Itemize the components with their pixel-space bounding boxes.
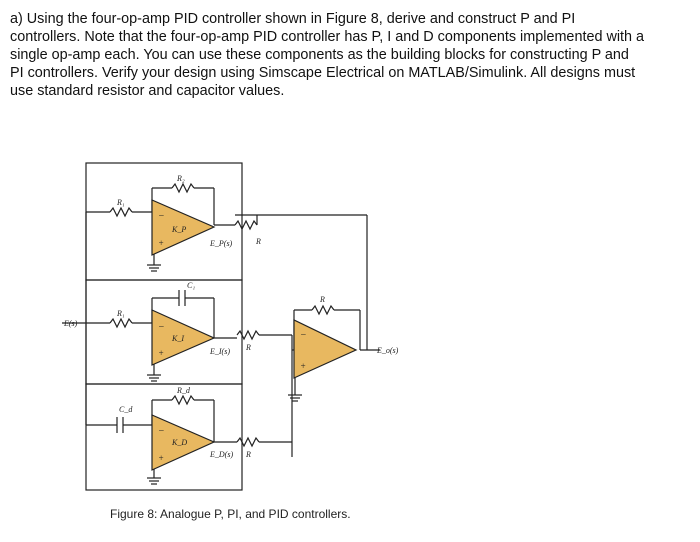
question-line-2: controllers. Note that the four-op-amp P… [10,29,645,45]
d-c-label: C_d [119,405,133,414]
p-r2 [171,182,195,194]
svg-text:+: + [158,238,164,248]
p-opamp [151,199,216,256]
i-opamp [151,309,216,366]
svg-text:+: + [158,348,164,358]
d-rr-label: R [245,450,251,459]
d-r-out [236,436,260,448]
p-r2-label: R₂ [176,174,185,183]
question-line-3: single op-amp each. You can use these co… [10,47,629,63]
d-rd [171,394,195,406]
p-r-out [234,219,258,231]
p-out-label: E_P(s) [209,239,233,248]
figure-caption: Figure 8: Analogue P, PI, and PID contro… [110,507,351,521]
p-r1-label: R₁ [116,198,125,207]
i-r-out [236,329,260,341]
svg-text:−: − [158,322,165,333]
question-line-5: use standard resistor and capacitor valu… [10,83,285,99]
i-c-label: C₁ [187,281,195,290]
p-r1 [109,206,133,218]
sum-r-label: R [319,295,325,304]
svg-text:−: − [158,211,165,222]
i-out-label: E_I(s) [209,347,230,356]
question-line-4: PI controllers. Verify your design using… [10,65,636,81]
i-r1 [109,317,133,329]
input-label: E(s) [63,319,78,328]
pid-circuit-figure: E(s) E_o(s) R₁ R₂ K_P E_P(s) R R₁ C₁ K_I… [62,160,402,500]
d-r-label: R_d [176,386,191,395]
i-rr-label: R [245,343,251,352]
sum-r-feedback [311,304,335,316]
svg-text:+: + [158,453,164,463]
p-gain-label: K_P [171,225,186,234]
p-r-label: R [255,237,261,246]
output-label: E_o(s) [376,346,399,355]
d-opamp [151,414,216,471]
i-gain-label: K_I [171,334,184,343]
svg-text:−: − [158,426,165,437]
i-r1-label: R₁ [116,309,125,318]
question-text: a) Using the four-op-amp PID controller … [10,10,690,100]
d-block-frame [85,383,243,491]
circuit-diagram: E(s) E_o(s) R₁ R₂ K_P E_P(s) R R₁ C₁ K_I… [62,162,399,491]
d-out-label: E_D(s) [209,450,233,459]
d-gain-label: K_D [171,438,187,447]
summing-opamp [293,319,358,379]
question-line-1: a) Using the four-op-amp PID controller … [10,11,576,27]
svg-text:+: + [300,361,306,371]
svg-text:−: − [300,330,307,341]
